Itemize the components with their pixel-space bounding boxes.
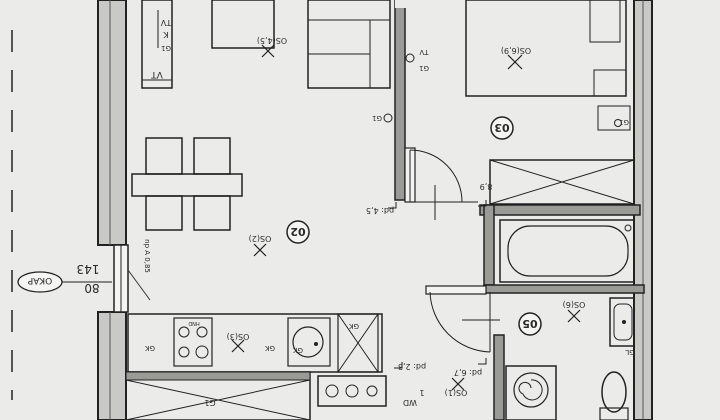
g1-label-bedroom: G1 xyxy=(419,64,429,72)
os45-label: OS(4,5) xyxy=(257,36,287,45)
hob xyxy=(173,317,213,367)
room-badge-03: 03 xyxy=(490,116,514,140)
tv-label-bedroom: TV xyxy=(419,48,429,56)
g1-label-partition: G1 xyxy=(372,114,382,122)
pd-89-label: 8,9 xyxy=(480,182,493,191)
room-badge-02: 02 xyxy=(286,220,310,244)
svg-text:03: 03 xyxy=(494,121,509,134)
pd-67-label: pd: 6,7 xyxy=(454,368,482,377)
ceiling-light-kitchen-counter: OS(3) xyxy=(227,332,250,353)
bathtub xyxy=(499,219,635,283)
k-label: K xyxy=(163,30,169,39)
ceiling-light-bathroom: OS(6) xyxy=(563,300,586,323)
pd-45-label: pd: 4,5 xyxy=(366,206,394,215)
window-left xyxy=(113,244,151,313)
os69-label: OS(6,9) xyxy=(501,46,531,55)
ceiling-light-hall: OS(1) xyxy=(445,377,468,397)
switch-bath-door: 8,9 xyxy=(478,182,493,207)
os3-label: OS(3) xyxy=(227,332,250,341)
hob-label: HND xyxy=(188,320,200,326)
g1-label-tv: G1 xyxy=(161,44,171,52)
switch-bathroom-door: pd: 6,7 xyxy=(454,358,487,377)
dim-80-label: 80 xyxy=(84,281,99,295)
dining-set xyxy=(131,137,243,231)
kitchen-counter: HND GK GK GK GK xyxy=(127,313,383,373)
wd-label: WD xyxy=(403,398,417,407)
svg-text:02: 02 xyxy=(290,225,305,238)
gk-label-4: GK xyxy=(349,322,359,330)
socket-g1-partition: G1 xyxy=(372,113,393,123)
pd-23-label: pd: 2,3 xyxy=(398,362,426,371)
toilet xyxy=(599,371,629,420)
washbasin: GL xyxy=(609,297,635,356)
door-bedroom xyxy=(404,147,478,220)
gk-label-2: GK xyxy=(265,344,275,352)
upper-cabinet: G1 xyxy=(125,371,311,420)
socket-bedtable: G1 xyxy=(597,105,631,131)
oven xyxy=(317,375,387,407)
socket-tv-bedroom: TV G1 xyxy=(404,48,430,72)
wall-bath-middle xyxy=(483,284,645,294)
coffee-table xyxy=(211,0,275,49)
wall-bath-top xyxy=(479,204,641,216)
okap-label: OKAP xyxy=(27,275,52,285)
os1-label: OS(1) xyxy=(445,388,468,397)
wall-bath-left xyxy=(483,204,495,286)
switch-bedroom-door: pd: 4,5 xyxy=(366,202,397,215)
ceiling-light-bedroom: OS(6,9) xyxy=(501,46,531,70)
outer-wall-left xyxy=(97,0,127,420)
n1-label: 1 xyxy=(419,388,424,397)
partition-wall-living-bedroom xyxy=(394,0,406,201)
washing-machine xyxy=(505,365,557,420)
room-badge-05: 05 xyxy=(518,312,542,336)
tv-label: TV xyxy=(160,18,172,27)
gk-label-3: GK xyxy=(293,346,303,354)
tv-cabinet: VT TV K G1 xyxy=(141,0,173,89)
sink xyxy=(287,317,331,367)
dim-143-label: 143 xyxy=(77,262,100,276)
gk-label-1: GK xyxy=(145,344,155,352)
os6-label: OS(6) xyxy=(563,300,586,309)
gl-label: GL xyxy=(625,348,634,356)
bed xyxy=(465,0,627,97)
switch-kitchen: pd: 2,3 WD 1 xyxy=(394,362,426,407)
door-bathroom xyxy=(425,285,500,353)
dimension-marker: 80 143 OKAP xyxy=(17,262,112,295)
g1-label-bedtable: G1 xyxy=(619,118,629,126)
os2-label: OS(2) xyxy=(249,234,272,243)
dishwasher xyxy=(337,313,379,373)
window-np-label: np A 0,85 xyxy=(143,239,151,273)
ceiling-light-living: OS(4,5) xyxy=(257,36,287,58)
wall-wc-left xyxy=(493,334,505,420)
svg-text:05: 05 xyxy=(522,317,537,330)
vt-label: VT xyxy=(151,69,163,79)
sofa xyxy=(307,0,391,89)
wardrobe xyxy=(489,159,635,205)
g1-label-upper: G1 xyxy=(204,398,215,407)
ceiling-light-kitchen: OS(2) xyxy=(249,234,272,257)
